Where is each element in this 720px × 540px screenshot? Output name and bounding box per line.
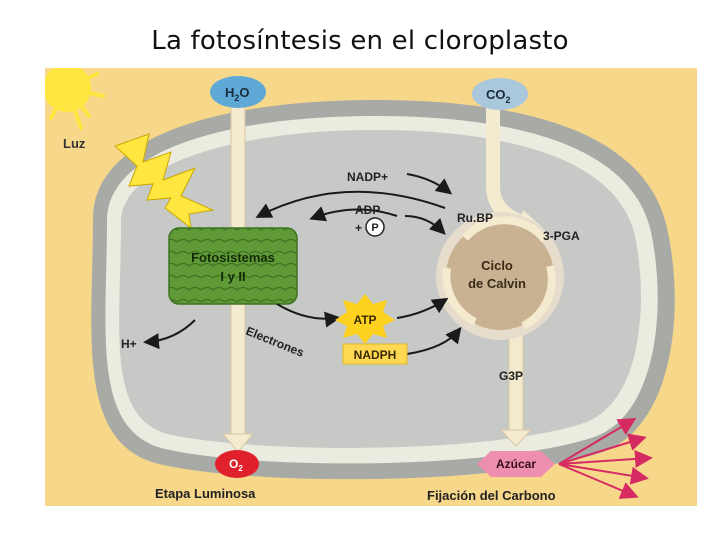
svg-text:CO2: CO2: [486, 87, 511, 105]
pga-label: 3-PGA: [543, 229, 580, 243]
carbon-stage-label: Fijación del Carbono: [427, 488, 556, 503]
light-label: Luz: [63, 136, 86, 151]
atp-label: ATP: [353, 313, 376, 327]
co2-main: CO: [486, 87, 506, 102]
nadp-plus-label: NADP+: [347, 170, 388, 184]
nadph-label: NADPH: [354, 348, 397, 362]
atp-arrow-out: [396, 297, 449, 319]
co2-sub: 2: [506, 95, 511, 105]
water-badge: H2O: [210, 76, 266, 108]
sugar-label: Azúcar: [496, 457, 536, 471]
thylakoid-stack: Fotosistemas I y II: [168, 227, 298, 305]
nadp-arrow-top: [406, 173, 453, 195]
thylakoid-line1: Fotosistemas: [191, 250, 275, 265]
phosphate-badge: P: [365, 217, 385, 237]
rubp-label: Ru.BP: [457, 211, 493, 225]
g3p-label: G3P: [499, 369, 523, 383]
water-sub: 2: [234, 93, 239, 103]
page-title: La fotosíntesis en el cloroplasto: [151, 26, 569, 56]
g3p-channel-arrowhead: [499, 429, 533, 447]
calvin-line1: Ciclo: [481, 258, 513, 273]
hplus-label: H+: [121, 337, 137, 351]
hplus-arrow: [143, 319, 196, 350]
lightning-icon: [114, 133, 215, 230]
oxygen-sub: 2: [238, 464, 243, 473]
phosphate-label: P: [371, 222, 378, 234]
thylakoid-line2: I y II: [220, 269, 245, 284]
adp-arrow: [309, 206, 398, 222]
nadph-box: NADPH: [342, 343, 408, 365]
light-stage-label: Etapa Luminosa: [155, 486, 256, 501]
calvin-line2: de Calvin: [468, 276, 526, 291]
diagram: Luz H2O CO2 Fotosistemas I y II: [37, 58, 697, 511]
atp-star: ATP: [335, 294, 395, 344]
co2-badge: CO2: [472, 78, 528, 110]
calvin-cycle: Ciclo de Calvin: [436, 212, 564, 340]
svg-text:O2: O2: [229, 457, 243, 473]
water-o: O: [239, 85, 249, 100]
nadph-arrow-out: [406, 326, 462, 355]
adp-arrow-right: [404, 215, 446, 235]
oxygen-main: O: [229, 457, 238, 471]
svg-text:H2O: H2O: [225, 85, 250, 103]
sun-icon: [37, 58, 105, 130]
water-h: H: [225, 85, 234, 100]
water-channel-arrowhead: [221, 433, 255, 453]
oxygen-badge: O2: [215, 450, 259, 478]
adp-label: ADP: [355, 203, 380, 217]
sugar-output-arrows: [558, 417, 653, 499]
atp-arrow-in: [276, 303, 341, 328]
nadp-arrow: [255, 190, 446, 218]
sugar-badge: Azúcar: [477, 451, 555, 477]
plus-label: +: [355, 221, 362, 235]
